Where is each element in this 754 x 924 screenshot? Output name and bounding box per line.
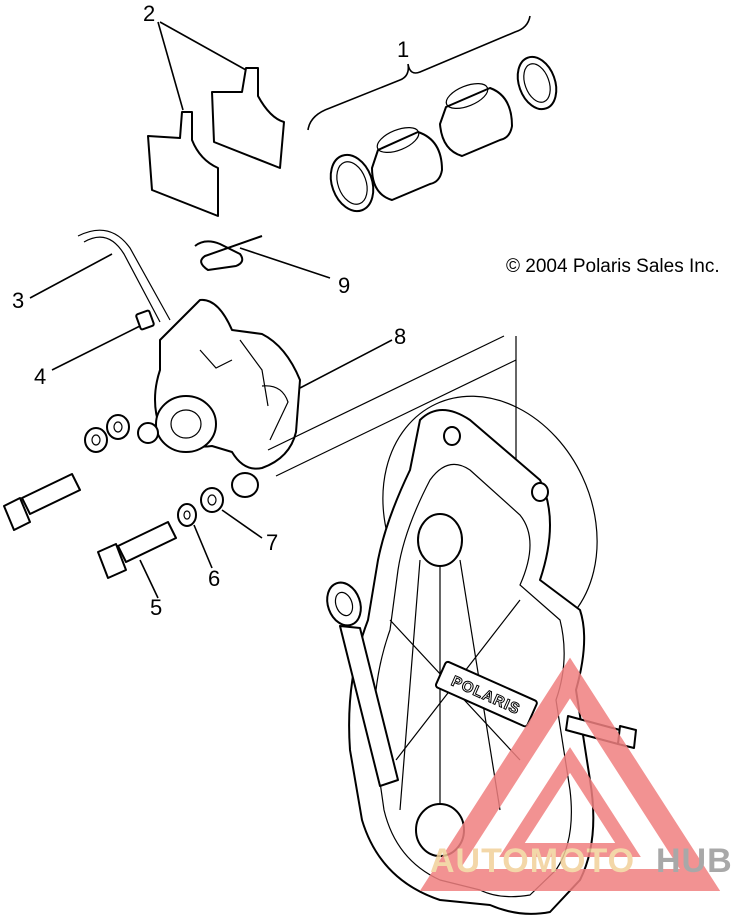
seal-ring-left-inner [336,161,368,205]
piston-right-face [445,82,489,110]
copyright-text: © 2004 Polaris Sales Inc. [506,256,720,277]
seal-ring-left [329,153,375,213]
bleeder-valve [135,309,155,331]
brake-line-group [29,229,171,323]
bolt-upper [3,473,81,531]
seal-ring-right [516,55,558,111]
brake-pad-front [147,111,219,217]
caliper-body-group [51,298,393,498]
callout-5-leader [139,559,159,599]
callout-2: 2 [143,1,155,26]
bolt-upper-head [3,497,31,531]
callout-3: 3 [12,288,24,313]
retaining-clip-group [194,235,331,279]
callout-1: 1 [397,37,409,62]
caliper-piston-bore [155,395,217,453]
callout-4-leader [51,325,141,371]
piston-right [439,87,513,157]
brake-pads-group [147,21,285,217]
brake-pad-rear [211,67,285,169]
piston-seal-group [307,15,558,213]
callout-8: 8 [394,324,406,349]
chaincase-cover-group: POLARIS [326,409,637,915]
watermark-logo: AUTOMOTO HUB [419,657,733,891]
bolt-lower [97,521,177,599]
piston-left [371,131,443,201]
flat-washer [200,487,224,513]
retaining-clip [194,235,263,271]
callout-9: 9 [338,273,350,298]
callout-7: 7 [266,530,278,555]
watermark-triangle [419,657,721,891]
caliper-mount-ear [231,472,259,498]
bolt-lower-head [97,543,127,579]
lock-washer [177,503,197,527]
callout-5: 5 [150,595,162,620]
brake-line [77,229,171,321]
cover-mount-hole [531,482,549,502]
lower-washers [177,487,263,569]
tensioner-eye [326,581,362,627]
callout-3-leader [29,253,113,299]
callout-9-leader [239,247,331,279]
piston-left-face [376,126,420,154]
upper-washers [84,414,130,453]
washer-upper-2 [106,414,130,440]
callout-2-leader-b [159,21,247,71]
watermark-text-hub: HUB [656,842,733,880]
caliper-bushing-left [137,422,159,444]
callout-7-leader [221,509,263,539]
callout-2-leader-a [157,21,184,111]
callout-4: 4 [34,364,46,389]
callout-8-leader [299,339,393,389]
callout-6: 6 [208,566,220,591]
chaincase-cover-inner [373,463,572,898]
callout-labels: 1 2 3 4 5 6 7 8 9 [12,1,409,620]
tensioner-rod [339,625,399,787]
washer-upper-1 [84,427,108,453]
callout-1-bracket [307,15,531,131]
cover-upper-boss [417,513,463,567]
watermark-text-auto: AUTOMOTO [430,842,635,880]
callout-6-leader [193,524,213,569]
seal-ring-right-inner [523,63,551,103]
